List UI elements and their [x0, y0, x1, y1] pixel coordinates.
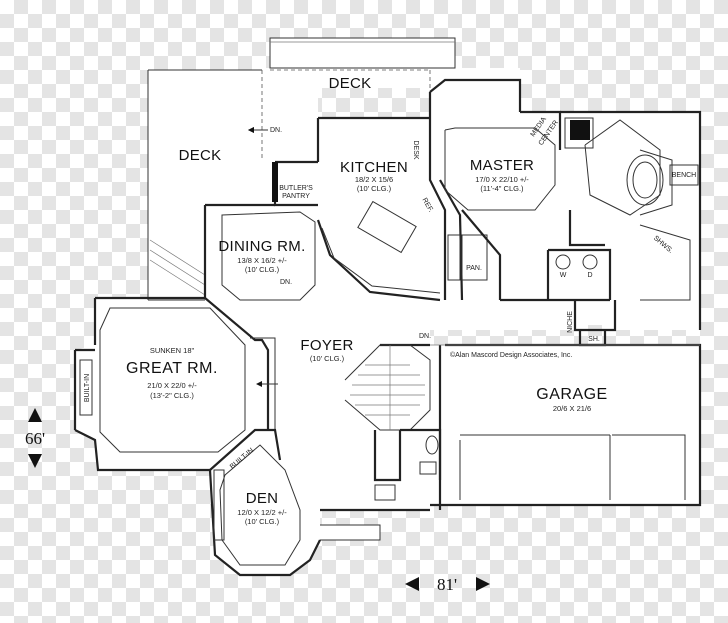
master-ceiling: (11'-4" CLG.) [480, 184, 524, 193]
depth-arrow-up-icon [28, 408, 42, 422]
annotations: DN. DN. DN. BUTLER'S PANTRY DESK REF. PA… [84, 116, 696, 471]
width-arrow-left-icon [405, 577, 419, 591]
foyer-ceiling: (10' CLG.) [310, 354, 345, 363]
butlers-label-1: BUTLER'S [279, 185, 313, 192]
garage-label: GARAGE [536, 386, 607, 403]
desk-label: DESK [412, 140, 419, 159]
deck-left-label: DECK [179, 147, 222, 164]
garage-dims: 20/6 X 21/6 [553, 404, 591, 413]
deck-structure [147, 37, 456, 301]
dryer-label: D [587, 272, 592, 279]
dn-great-label: DN. [280, 279, 292, 286]
great-room-dims: 21/0 X 22/0 +/- [147, 381, 197, 390]
great-room-ceiling: (13'-2" CLG.) [150, 391, 194, 400]
sh-label: SH. [588, 336, 600, 343]
pan-label: PAN. [466, 265, 482, 272]
washer-label: W [560, 272, 567, 279]
niche-label: NICHE [567, 311, 574, 333]
dining-label: DINING RM. [218, 238, 305, 255]
room-labels: DECK DECK KITCHEN 18/2 X 15/6 (10' CLG.)… [126, 75, 607, 526]
deck-top-label: DECK [329, 75, 372, 92]
kitchen-label: KITCHEN [340, 159, 408, 176]
foyer-label: FOYER [300, 337, 353, 354]
master-dims: 17/0 X 22/10 +/- [475, 175, 529, 184]
built-in-great-label: BUILT-IN [84, 374, 91, 402]
dining-ceiling: (10' CLG.) [245, 265, 280, 274]
overall-dimensions: 66' 81' [25, 408, 490, 594]
kitchen-dims: 18/2 X 15/6 [355, 175, 393, 184]
copyright-text: ©Alan Mascord Design Associates, Inc. [450, 351, 572, 359]
den-ceiling: (10' CLG.) [245, 517, 280, 526]
master-label: MASTER [470, 157, 534, 174]
dn-deck-label: DN. [270, 127, 282, 134]
bench-label: BENCH [672, 172, 697, 179]
great-room-label: GREAT RM. [126, 360, 218, 377]
kitchen-ceiling: (10' CLG.) [357, 184, 392, 193]
depth-arrow-down-icon [28, 454, 42, 468]
great-room-note: SUNKEN 18" [150, 346, 195, 355]
butlers-label-2: PANTRY [282, 193, 310, 200]
width-arrow-right-icon [476, 577, 490, 591]
dining-dims: 13/8 X 16/2 +/- [237, 256, 287, 265]
overall-width-label: 81' [437, 575, 457, 594]
dn-arrows [248, 127, 278, 387]
dn-foyer-label: DN. [419, 333, 431, 340]
den-dims: 12/0 X 12/2 +/- [237, 508, 287, 517]
overall-depth-label: 66' [25, 429, 45, 448]
den-label: DEN [246, 490, 279, 507]
walls [73, 78, 702, 577]
floor-areas [75, 38, 700, 575]
